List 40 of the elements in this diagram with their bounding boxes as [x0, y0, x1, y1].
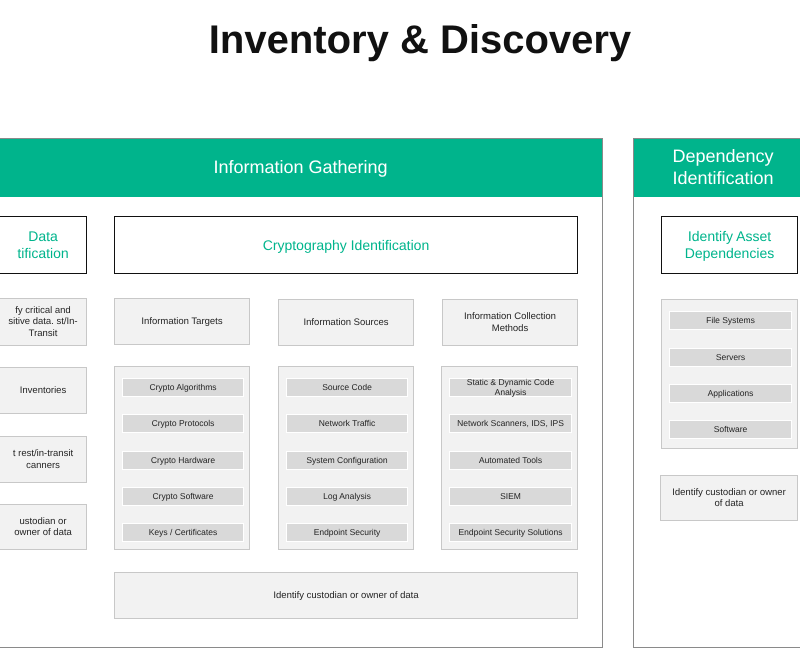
list-item: Log Analysis [286, 487, 408, 506]
heading-box: Identify Asset Dependencies [661, 216, 798, 274]
section-header: Information Gathering [0, 139, 602, 197]
list-item: Network Traffic [286, 414, 408, 433]
text-box: Inventories [0, 367, 87, 414]
list-item: File Systems [669, 311, 792, 330]
text-box: Identify custodian or owner of data [114, 572, 578, 619]
text-box: Information Targets [114, 298, 250, 345]
list-panel [661, 299, 798, 449]
list-item: Endpoint Security [286, 523, 408, 542]
list-item: Servers [669, 348, 792, 367]
heading-box: Cryptography Identification [114, 216, 578, 274]
list-item: Applications [669, 384, 792, 403]
list-item: Crypto Protocols [122, 414, 244, 433]
text-box: Identify custodian or owner of data [660, 475, 798, 521]
text-box: t rest/in-transit canners [0, 436, 87, 483]
page-title: Inventory & Discovery [208, 18, 632, 63]
list-item: System Configuration [286, 451, 408, 470]
heading-box: Data tification [0, 216, 87, 274]
list-item: Endpoint Security Solutions [449, 523, 572, 542]
section-panel [0, 138, 603, 648]
list-item: Software [669, 420, 792, 439]
list-item: Network Scanners, IDS, IPS [449, 414, 572, 433]
section-panel [633, 138, 800, 648]
list-item: Crypto Algorithms [122, 378, 244, 397]
list-panel [114, 366, 250, 550]
section-header: Dependency Identification [634, 139, 800, 197]
list-item: Crypto Software [122, 487, 244, 506]
list-item: Static & Dynamic Code Analysis [449, 378, 572, 397]
list-item: Keys / Certificates [122, 523, 244, 542]
list-item: Crypto Hardware [122, 451, 244, 470]
list-item: Source Code [286, 378, 408, 397]
list-panel [441, 366, 578, 550]
text-box: fy critical and sitive data. st/In-Transit [0, 298, 87, 346]
list-panel [278, 366, 414, 550]
text-box: Information Collection Methods [442, 299, 578, 346]
text-box: ustodian or owner of data [0, 504, 87, 550]
list-item: Automated Tools [449, 451, 572, 470]
list-item: SIEM [449, 487, 572, 506]
text-box: Information Sources [278, 299, 414, 346]
